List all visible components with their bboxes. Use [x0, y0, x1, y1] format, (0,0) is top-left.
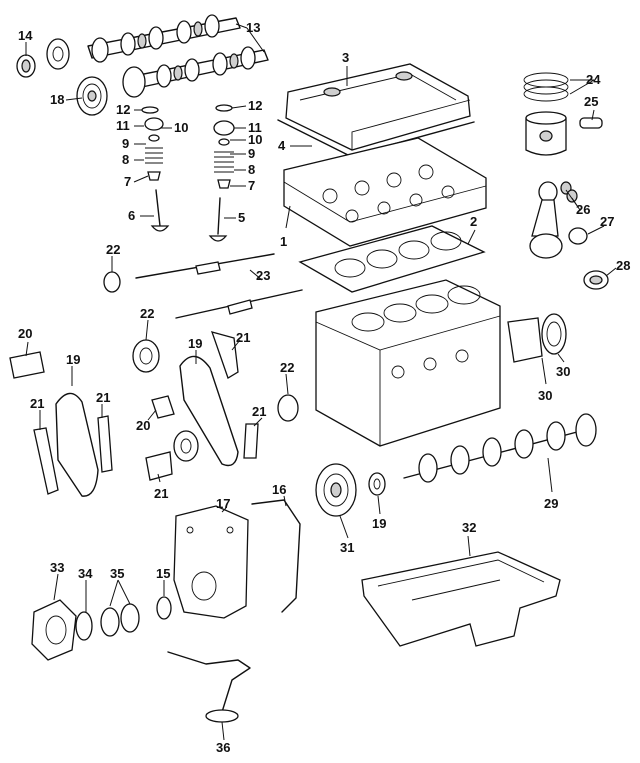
balance-shaft-lower — [175, 289, 303, 319]
valve-cover — [285, 63, 471, 151]
callout-18: 18 — [50, 92, 64, 107]
piston — [525, 111, 567, 156]
piston-rings — [523, 72, 569, 102]
head-gasket — [298, 225, 486, 293]
chain-tensioner-arm — [151, 395, 175, 419]
callout-2: 2 — [470, 214, 477, 229]
callout-22-c: 22 — [280, 360, 294, 375]
callout-12-right: 12 — [248, 98, 262, 113]
timing-cover — [173, 505, 249, 619]
oil-pickup-tube — [167, 651, 251, 723]
callout-31: 31 — [340, 540, 354, 555]
callout-1: 1 — [280, 234, 287, 249]
callout-19-left: 19 — [66, 352, 80, 367]
oil-pump-body — [31, 599, 77, 661]
callout-26: 26 — [576, 202, 590, 217]
timing-cover-gasket — [251, 499, 301, 613]
crankshaft — [403, 413, 597, 483]
callout-4: 4 — [278, 138, 286, 153]
callout-22-b: 22 — [140, 306, 154, 321]
callout-21-e: 21 — [154, 486, 168, 501]
callout-28: 28 — [616, 258, 630, 273]
balance-shaft-bearing-left — [103, 271, 121, 293]
chain-guide-upper — [210, 331, 239, 379]
callout-7-right: 7 — [248, 178, 255, 193]
callout-8-right: 8 — [248, 162, 255, 177]
chain-tensioner — [9, 351, 45, 379]
timing-chain-right — [179, 355, 239, 467]
crankshaft-sprocket — [368, 472, 386, 496]
callout-7-left: 7 — [124, 174, 131, 189]
main-bearing — [583, 270, 609, 290]
callout-10-right: 10 — [248, 132, 262, 147]
callout-21-a: 21 — [30, 396, 44, 411]
camshaft-sprocket-gear — [76, 76, 108, 116]
callout-33: 33 — [50, 560, 64, 575]
camshaft-sprocket-upper — [46, 38, 70, 70]
callout-11-left: 11 — [116, 118, 130, 133]
callout-21-d: 21 — [252, 404, 266, 419]
camshaft-intake — [87, 14, 241, 63]
callout-19-center: 19 — [188, 336, 202, 351]
idler-sprocket — [173, 430, 199, 462]
callout-14: 14 — [18, 28, 33, 43]
connecting-rod — [529, 181, 563, 259]
callout-11-right: 11 — [248, 120, 262, 135]
callout-19-right: 19 — [372, 516, 386, 531]
balance-shaft-upper — [135, 253, 275, 279]
oil-pump-rotors — [100, 603, 140, 637]
engine-block — [315, 279, 501, 447]
callout-labels: 1 2 3 4 5 6 7 7 8 8 9 9 10 10 11 11 12 1… — [18, 20, 630, 755]
callout-8-left: 8 — [122, 152, 129, 167]
callout-21-b: 21 — [96, 390, 110, 405]
callout-9-right: 9 — [248, 146, 255, 161]
balance-shaft-sprocket-right — [277, 394, 299, 422]
valve-train-left — [141, 106, 170, 232]
camshaft-seal — [16, 54, 36, 78]
camshaft-exhaust — [122, 46, 269, 98]
rod-bearing — [560, 181, 588, 245]
callout-27: 27 — [600, 214, 614, 229]
chain-guide-right — [97, 415, 113, 473]
callout-25: 25 — [584, 94, 598, 109]
callout-35: 35 — [110, 566, 124, 581]
piston-pin — [579, 117, 603, 129]
callout-9-left: 9 — [122, 136, 129, 151]
valve-train-right — [208, 104, 235, 242]
callout-22-a: 22 — [106, 242, 120, 257]
leader-lines — [25, 23, 617, 741]
callout-10-left: 10 — [174, 120, 188, 135]
crankshaft-pulley — [315, 463, 357, 517]
rear-main-seal-retainer — [507, 313, 567, 363]
callout-32: 32 — [462, 520, 476, 535]
chain-guide-left — [33, 427, 59, 495]
callout-16: 16 — [272, 482, 286, 497]
callout-21-c: 21 — [236, 330, 250, 345]
callout-12-left: 12 — [116, 102, 130, 117]
callout-5: 5 — [238, 210, 245, 225]
callout-29: 29 — [544, 496, 558, 511]
callout-34: 34 — [78, 566, 93, 581]
callout-6: 6 — [128, 208, 135, 223]
callout-23: 23 — [256, 268, 270, 283]
callout-24: 24 — [586, 72, 601, 87]
callout-20-right: 20 — [136, 418, 150, 433]
callout-3: 3 — [342, 50, 349, 65]
timing-chain-left — [55, 392, 99, 497]
callout-30-left: 30 — [538, 388, 552, 403]
oil-pump-seal — [75, 611, 93, 641]
callout-13: 13 — [246, 20, 260, 35]
callout-17: 17 — [216, 496, 230, 511]
balance-shaft-sprocket — [132, 339, 160, 373]
timing-cover-seal — [156, 596, 172, 620]
oil-pan — [361, 551, 561, 647]
callout-36: 36 — [216, 740, 230, 755]
callout-30-right: 30 — [556, 364, 570, 379]
callout-20-left: 20 — [18, 326, 32, 341]
chain-guide-lower — [243, 423, 259, 459]
oil-pump-drive-sprocket — [145, 451, 173, 481]
callout-15: 15 — [156, 566, 170, 581]
cylinder-head — [283, 137, 487, 247]
